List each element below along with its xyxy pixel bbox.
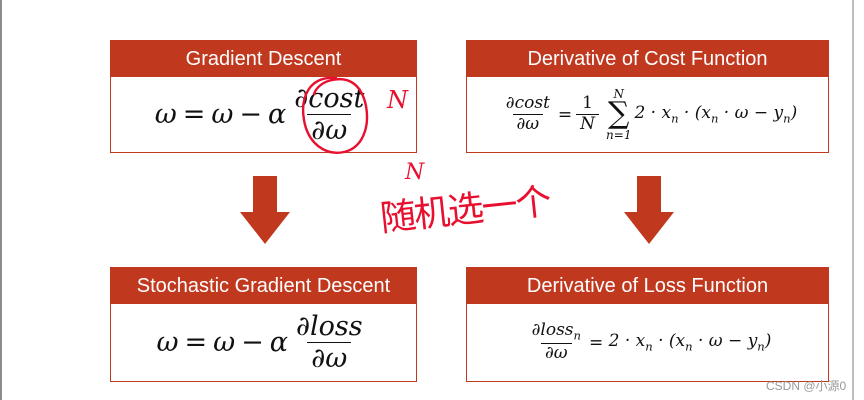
cost-derivative-formula: ∂cost ∂ω = 1 N N ∑ n=1 2 · xn · (xn · ω … — [467, 77, 828, 152]
term-subscript: n — [783, 111, 791, 126]
panel-title: Stochastic Gradient Descent — [111, 268, 416, 304]
formula-minus: − — [241, 327, 264, 358]
formula-fraction: ∂cost ∂ω — [290, 83, 368, 146]
formula-fraction: ∂loss ∂ω — [292, 311, 367, 374]
fraction-numerator: ∂loss — [295, 310, 363, 342]
formula-fraction: ∂lossn ∂ω — [528, 321, 585, 363]
formula-alpha: α — [269, 327, 288, 358]
sgd-formula: ω = ω − α ∂loss ∂ω — [111, 304, 416, 381]
fraction-denominator: ∂ω — [540, 343, 572, 364]
mean-denominator: N — [576, 114, 600, 135]
fraction-numerator: ∂cost — [294, 82, 365, 114]
panel-body: ω = ω − α ∂cost ∂ω — [111, 77, 416, 152]
term-part: · (x — [652, 331, 686, 352]
summation: N ∑ n=1 — [606, 88, 631, 141]
term-part: ) — [764, 331, 772, 352]
formula-minus: − — [239, 99, 263, 130]
panel-title: Derivative of Loss Function — [467, 268, 828, 304]
term-part: 2 · x — [608, 331, 646, 352]
panel-gradient-descent: Gradient Descent ω = ω − α ∂cost ∂ω — [110, 40, 417, 153]
gradient-descent-formula: ω = ω − α ∂cost ∂ω — [111, 77, 416, 152]
term-subscript: n — [685, 339, 693, 354]
fraction-denominator: ∂ω — [307, 342, 352, 374]
fraction-numerator: ∂lossn — [528, 321, 585, 343]
sum-symbol: ∑ — [608, 96, 630, 132]
term-subscript: n — [645, 339, 653, 354]
formula-equals: = — [184, 327, 208, 358]
arrow-down-icon — [624, 176, 674, 244]
mean-fraction: 1 N — [576, 93, 600, 135]
panel-derivative-loss: Derivative of Loss Function ∂lossn ∂ω = … — [466, 267, 829, 382]
term-part: ) — [790, 103, 798, 124]
term-part: 2 · x — [634, 103, 672, 124]
ink-n-note: N — [405, 160, 425, 185]
numerator-text: ∂loss — [531, 320, 574, 341]
formula-omega: ω — [211, 99, 234, 130]
formula-term: 2 · xn · (xn · ω − yn) — [609, 331, 772, 353]
term-subscript: n — [671, 111, 679, 126]
formula-omega: ω — [213, 327, 236, 358]
arrow-down-icon — [240, 176, 290, 244]
loss-derivative-formula: ∂lossn ∂ω = 2 · xn · (xn · ω − yn) — [467, 304, 828, 381]
panel-title: Derivative of Cost Function — [467, 41, 828, 77]
formula-alpha: α — [268, 99, 287, 130]
formula-equals: = — [557, 104, 573, 125]
term-part: · (x — [678, 103, 711, 124]
fraction-denominator: ∂ω — [307, 114, 352, 146]
panel-title: Gradient Descent — [111, 41, 416, 77]
panel-derivative-cost: Derivative of Cost Function ∂cost ∂ω = 1… — [466, 40, 829, 153]
formula-term: 2 · xn · (xn · ω − yn) — [634, 103, 797, 125]
term-part: · ω − y — [718, 103, 784, 124]
mean-numerator: 1 — [582, 93, 593, 114]
right-edge-rule — [852, 0, 854, 400]
watermark: CSDN @小源0 — [766, 379, 847, 393]
sum-upper-limit: N — [613, 87, 624, 102]
term-subscript: n — [710, 111, 719, 126]
panel-body: ∂cost ∂ω = 1 N N ∑ n=1 2 · xn · (xn · ω … — [467, 77, 828, 152]
panel-body: ω = ω − α ∂loss ∂ω — [111, 304, 416, 381]
sum-lower-limit: n=1 — [606, 127, 632, 142]
formula-fraction: ∂cost ∂ω — [502, 94, 554, 134]
ink-handwritten-note: 随机选一个 — [378, 181, 552, 240]
formula-equals: = — [588, 332, 604, 353]
panel-stochastic-gradient-descent: Stochastic Gradient Descent ω = ω − α ∂l… — [110, 267, 417, 382]
formula-lhs: ω — [154, 99, 177, 130]
formula-equals: = — [182, 99, 206, 130]
fraction-numerator: ∂cost — [505, 93, 550, 114]
numerator-subscript: n — [573, 328, 581, 343]
term-part: · ω − y — [692, 331, 758, 352]
fraction-denominator: ∂ω — [512, 114, 544, 135]
term-subscript: n — [757, 339, 765, 354]
left-edge-rule — [0, 0, 2, 400]
formula-lhs: ω — [156, 327, 179, 358]
panel-body: ∂lossn ∂ω = 2 · xn · (xn · ω − yn) — [467, 304, 828, 381]
